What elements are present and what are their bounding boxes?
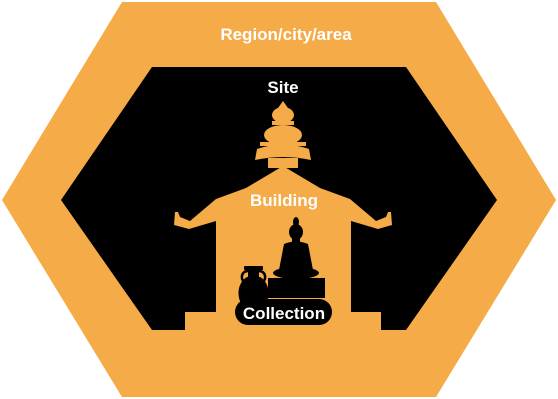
building-label: Building — [250, 191, 318, 210]
region-label: Region/city/area — [220, 25, 352, 44]
buddha-statue-icon — [268, 217, 325, 298]
collection-label: Collection — [243, 304, 325, 323]
collection-pill — [235, 299, 332, 325]
site-label: Site — [267, 78, 298, 97]
